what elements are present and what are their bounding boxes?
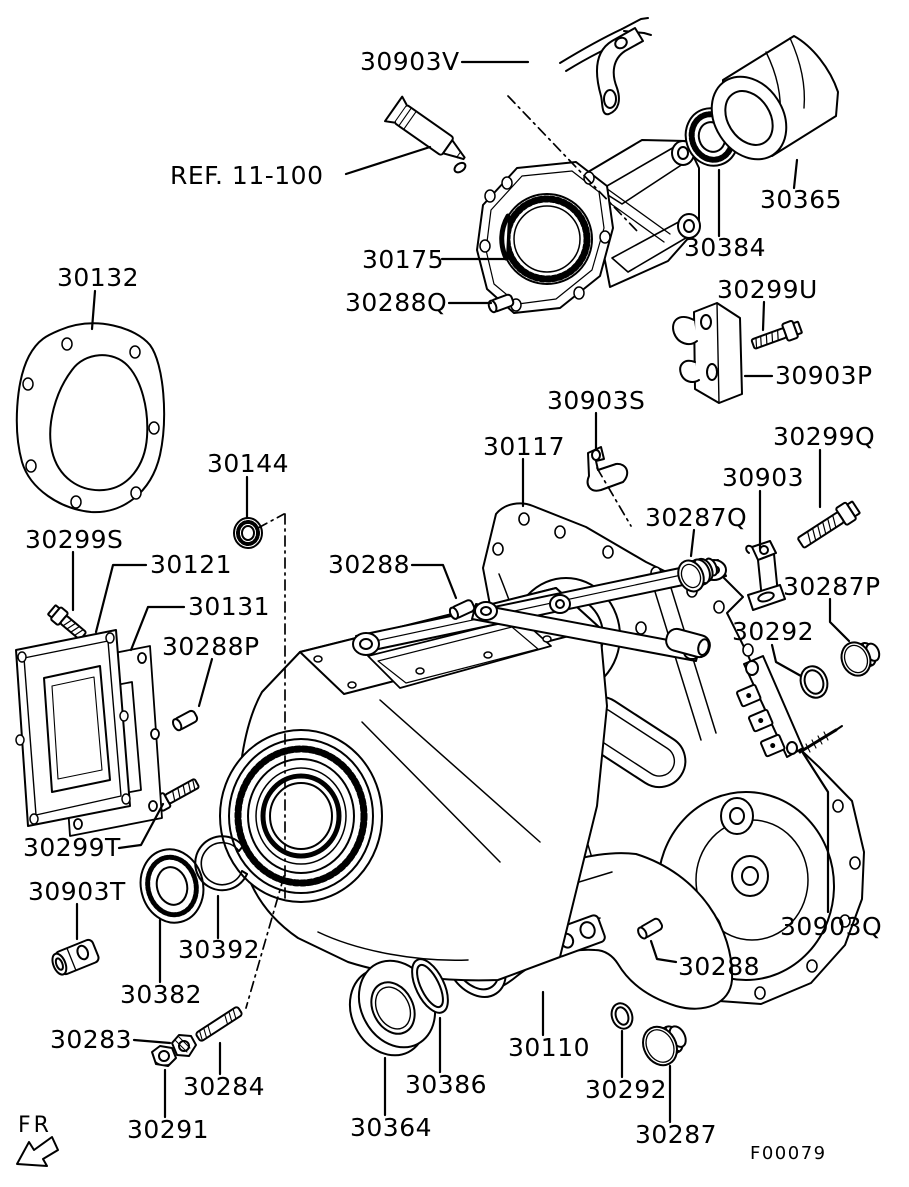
callout-30121-19: 30121 [150,550,233,579]
part-30292-oring-bottom-shape [610,1002,634,1030]
part-30386-ring-shape [411,958,449,1014]
callout-REF-11-100-1: REF. 11-100 [170,161,324,190]
callout-30392-24: 30392 [178,935,261,964]
callout-30299S-18: 30299S [25,525,124,554]
leader-30288-17 [410,563,458,600]
part-30287q-plug-shape [677,557,718,593]
part-30299u-bolt-shape [750,320,803,350]
leader-30132-8 [90,289,97,331]
callout-30175-4: 30175 [362,245,445,274]
callout-30117-11: 30117 [483,432,566,461]
callout-30299U-6: 30299U [717,275,818,304]
leader-30292-16 [770,643,803,678]
callout-30299T-22: 30299T [23,833,121,862]
part-30903s-bracket-shape [586,446,629,492]
part-30132-gasket-shape [15,322,166,514]
part-30121-cover-shape [15,629,131,827]
part-30903q-bracket-shape [736,655,843,758]
callout-30288-17: 30288 [328,550,411,579]
part-30903p-bracket-shape [672,302,743,404]
leader-30121-19 [94,563,148,634]
callout-30288-34: 30288 [678,952,761,981]
leader-30903Q-35 [801,751,830,914]
callout-30284-27: 30284 [183,1072,266,1101]
callout-30131-20: 30131 [188,592,271,621]
leader-30287Q-14 [689,528,696,558]
callout-30110-31: 30110 [508,1033,591,1062]
callout-30292-32: 30292 [585,1075,668,1104]
leader-30299T-22 [117,802,165,850]
callout-30903V-0: 30903V [360,47,460,76]
callout-30288Q-5: 30288Q [345,288,448,317]
part-30382-seal-shape [139,848,205,924]
callout-30365-2: 30365 [760,185,843,214]
callout-30384-3: 30384 [684,233,767,262]
callout-30288P-21: 30288P [162,632,260,661]
callout-30144-9: 30144 [207,449,290,478]
part-30903-bracket-shape [745,540,786,611]
callout-30903-13: 30903 [722,463,805,492]
part-30288-pin-right-shape [637,917,664,940]
case-middle-shape [219,587,608,982]
leader-30288-34 [649,939,678,964]
leader-30299U-6 [761,300,766,332]
leader-30288P-21 [197,657,214,708]
callout-30903T-23: 30903T [28,877,126,906]
part-30144-seal-shape [233,517,263,549]
callout-30382-25: 30382 [120,980,203,1009]
leader-lines [71,60,851,1124]
callout-30291-28: 30291 [127,1115,210,1144]
leader-30131-20 [129,605,186,652]
drawing-code: F00079 [750,1143,827,1164]
part-30292-oring-right-shape [799,665,829,699]
part-30287p-plug-shape [840,641,881,677]
callout-30287P-15: 30287P [783,572,881,601]
part-30291-nut-shape [151,1045,177,1067]
callout-30386-30: 30386 [405,1070,488,1099]
part-30175-front-housing-shape [476,139,701,314]
part-30299q-bolt-shape [797,500,861,549]
part-30288-pin-middle-shape [448,599,476,620]
leader-30287P-15 [828,597,851,643]
callout-30292-16: 30292 [732,617,815,646]
part-30288q-pin-shape [487,293,515,314]
part-30903v-bracket-shape [559,17,652,116]
leader-30365-2 [792,158,799,190]
callout-30287Q-14: 30287Q [645,503,748,532]
part-30284-stud-shape [195,1006,243,1042]
callout-30299Q-12: 30299Q [773,422,876,451]
part-30903t-clamp-shape [51,938,100,976]
part-30365-boot-shape [710,35,839,161]
callout-30287-33: 30287 [635,1120,718,1149]
fr-arrow-icon [16,1136,59,1167]
callout-30132-8: 30132 [57,263,140,292]
leader-REF-11-100-1 [344,145,432,176]
callout-30903P-7: 30903P [775,361,873,390]
ref-sealant-tube-shape [383,95,467,174]
leader-30283-26 [132,1038,172,1045]
callout-30903Q-35: 30903Q [780,912,883,941]
part-30283-nut-shape [171,1034,197,1057]
callout-30283-26: 30283 [50,1025,133,1054]
part-30287-plug-shape [642,1025,687,1067]
construction-lines [245,95,639,1009]
part-30392-snap-ring-shape [194,835,248,892]
part-30288p-pin-shape [171,709,199,732]
callout-30364-29: 30364 [350,1113,433,1142]
callout-30903S-10: 30903S [547,386,646,415]
fr-orientation-label: FR [18,1113,52,1138]
